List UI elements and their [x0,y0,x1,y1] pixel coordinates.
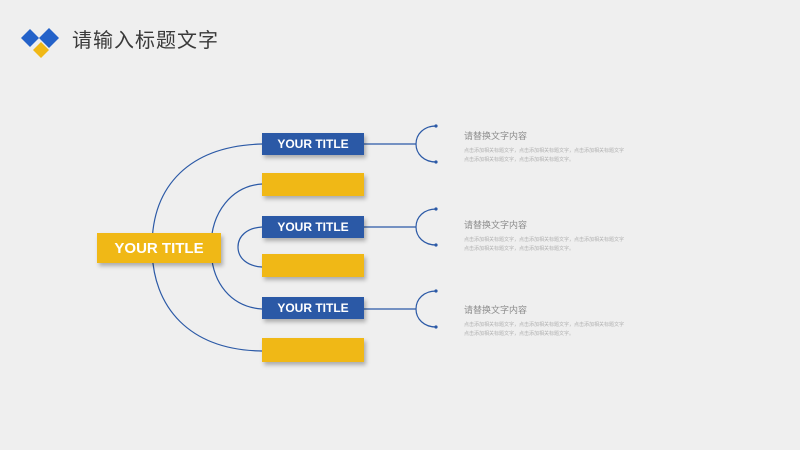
description-line: 点击添加相关标题文字，点击添加相关标题文字。 [464,157,575,163]
main-title-label: YOUR TITLE [114,239,204,257]
description-line: 点击添加相关标题文字，点击添加相关标题文字。 [464,246,575,252]
description-heading: 请替换文字内容 [464,306,528,316]
branch-description-1: 请替换文字内容 点击添加相关标题文字，点击添加相关标题文字，点击添加相关标题文字… [464,131,634,165]
description-line: 点击添加相关标题文字，点击添加相关标题文字。 [464,331,575,337]
main-title-box: YOUR TITLE [97,233,221,263]
branch-title-box-2: YOUR TITLE [262,216,364,238]
bracket-dot [434,207,438,211]
branch-yellow-bar-1 [262,173,364,196]
branch-yellow-bar-2 [262,254,364,277]
bracket-dot [434,160,438,164]
inner-arc [237,226,263,268]
bracket-dot [434,325,438,329]
blue-yellow-diamonds-logo [21,28,59,58]
bracket-3 [415,290,437,328]
page-title: 请输入标题文字 [72,28,219,52]
description-heading: 请替换文字内容 [464,132,528,142]
bracket-1 [415,125,437,163]
branch-title-box-1: YOUR TITLE [262,133,364,155]
branch-description-3: 请替换文字内容 点击添加相关标题文字，点击添加相关标题文字，点击添加相关标题文字… [464,305,634,339]
branch-title-label: YOUR TITLE [277,220,349,234]
branch-yellow-bar-3 [262,338,364,362]
description-line: 点击添加相关标题文字，点击添加相关标题文字，点击添加相关标题文字 [464,237,625,243]
bracket-2 [415,208,437,246]
bracket-dot [434,243,438,247]
description-line: 点击添加相关标题文字，点击添加相关标题文字，点击添加相关标题文字 [464,322,625,328]
branch-title-box-3: YOUR TITLE [262,297,364,319]
bracket-dot [434,289,438,293]
description-heading: 请替换文字内容 [464,221,528,231]
branch-title-label: YOUR TITLE [277,137,349,151]
branch-title-label: YOUR TITLE [277,301,349,315]
description-line: 点击添加相关标题文字，点击添加相关标题文字，点击添加相关标题文字 [464,148,625,154]
branch-description-2: 请替换文字内容 点击添加相关标题文字，点击添加相关标题文字，点击添加相关标题文字… [464,220,634,254]
bracket-dot [434,124,438,128]
